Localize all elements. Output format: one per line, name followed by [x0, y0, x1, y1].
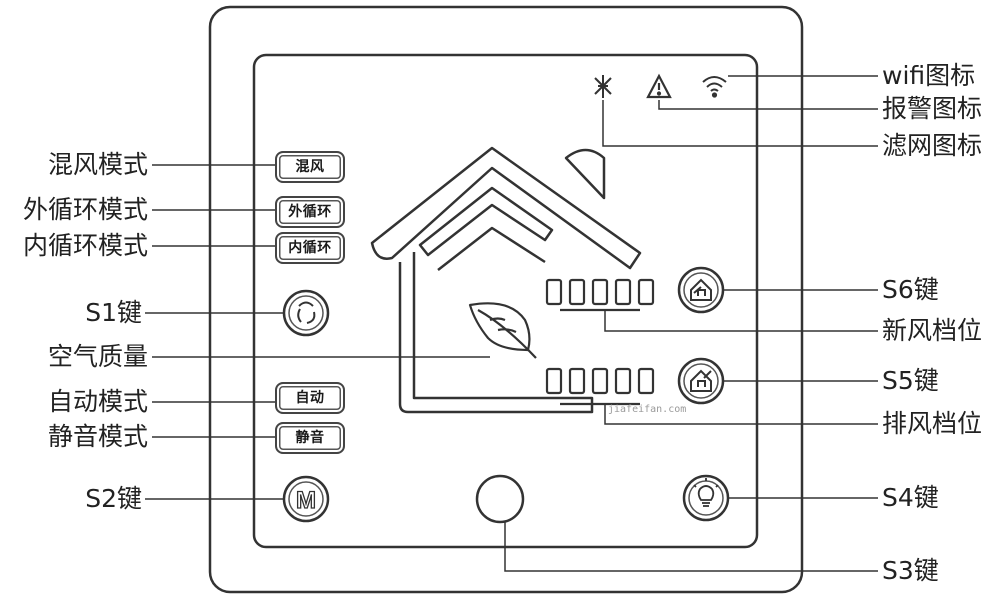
- s4-light-key[interactable]: [682, 474, 730, 522]
- filter-icon: [594, 75, 612, 98]
- label-alarm-icon: 报警图标: [882, 94, 983, 123]
- label-s4: S4键: [882, 483, 939, 512]
- auto-button[interactable]: 自动: [275, 382, 345, 414]
- s1-recycle-key[interactable]: [282, 289, 330, 337]
- label-wifi-icon: wifi图标: [882, 61, 976, 90]
- bulb-icon: [693, 478, 719, 507]
- m-key-letter: M: [296, 487, 316, 514]
- s3-power-key[interactable]: [475, 474, 525, 524]
- label-s6: S6键: [882, 275, 939, 304]
- leaf-icon: [468, 302, 537, 359]
- leader-lines-right: [504, 75, 878, 572]
- s5-exhaust-key[interactable]: [677, 357, 725, 405]
- mix-wind-button[interactable]: 混风: [275, 151, 345, 183]
- label-exhaust-level: 排风档位: [882, 409, 983, 438]
- label-filter-icon: 滤网图标: [882, 131, 983, 160]
- s2-mode-key[interactable]: [282, 475, 330, 523]
- watermark: jiafeifan.com: [608, 404, 687, 415]
- s6-fresh-air-key[interactable]: [677, 266, 725, 314]
- label-s2: S2键: [85, 484, 142, 513]
- label-auto-mode: 自动模式: [47, 387, 148, 416]
- alarm-icon: [646, 73, 672, 99]
- inner-cycle-button[interactable]: 内循环: [275, 232, 345, 264]
- exhaust-icon: [690, 369, 712, 392]
- label-s3: S3键: [882, 556, 939, 585]
- label-outer-cycle-mode: 外循环模式: [22, 195, 148, 224]
- fresh-air-level-bars: [545, 278, 655, 312]
- label-mix-mode: 混风模式: [47, 150, 148, 179]
- label-air-quality: 空气质量: [47, 342, 148, 371]
- label-s1: S1键: [85, 298, 142, 327]
- label-s5: S5键: [882, 366, 939, 395]
- label-silent-mode: 静音模式: [47, 422, 148, 451]
- label-fresh-air-level: 新风档位: [882, 316, 983, 345]
- recycle-icon: [297, 301, 316, 324]
- silent-button[interactable]: 静音: [275, 422, 345, 454]
- outer-cycle-button[interactable]: 外循环: [275, 196, 345, 228]
- label-inner-cycle-mode: 内循环模式: [22, 231, 148, 260]
- exhaust-level-bars: [545, 367, 655, 406]
- leader-lines-left: [145, 164, 490, 500]
- wifi-icon: [702, 76, 727, 98]
- fresh-air-icon: [690, 278, 712, 301]
